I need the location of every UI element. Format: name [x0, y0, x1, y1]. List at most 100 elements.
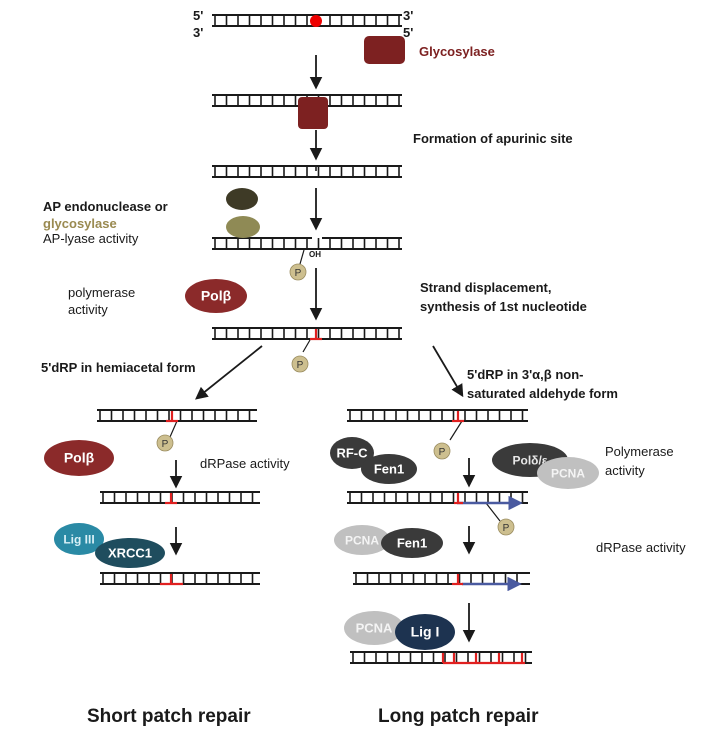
dna-duplex-1	[212, 14, 402, 27]
drpase-activity-left: dRPase activity	[200, 456, 290, 471]
xrcc1-enzyme: XRCC1	[95, 538, 165, 568]
fen1-enzyme-right-2-label: Fen1	[397, 536, 427, 551]
phosphate-circle	[433, 442, 451, 460]
pol-beta-enzyme-left: Polβ	[44, 440, 114, 476]
phosphate-1: P	[289, 263, 307, 281]
phosphate-circle	[291, 355, 309, 373]
strand-label-3prime-bottom: 3'	[193, 25, 204, 40]
ap-glycosylase-label: glycosylase	[43, 216, 117, 231]
fen1-enzyme-right-2: Fen1	[381, 528, 443, 558]
phosphate-text: P	[297, 360, 304, 371]
phosphate-circle	[289, 263, 307, 281]
ap-endonuclease-enzyme	[226, 188, 258, 210]
phosphate-text: P	[439, 447, 446, 458]
phosphate-text: P	[503, 523, 510, 534]
dna-duplex-5	[212, 327, 402, 340]
dna-duplex-R2	[347, 491, 528, 504]
dna-duplex-L2	[100, 491, 260, 504]
long-patch-title: Long patch repair	[378, 706, 539, 727]
lig1-enzyme: Lig I	[395, 614, 455, 650]
phosphate-L1: P	[156, 434, 174, 452]
lig3-enzyme: Lig III	[54, 523, 104, 555]
apurinic-site-label: Formation of apurinic site	[413, 131, 573, 146]
pcna-enzyme-right-2-shape	[334, 525, 390, 555]
rfc-enzyme: RF-C	[330, 437, 374, 469]
polymerase-activity-label-1: polymerase	[68, 285, 136, 300]
pcna-enzyme-right-3-label: PCNA	[356, 621, 393, 636]
fen1-enzyme-right-1-label: Fen1	[374, 462, 404, 477]
aldehyde-label-2: saturated aldehyde form	[467, 386, 618, 401]
repair-mark	[310, 329, 322, 341]
ap-glycosylase-enzyme-shape	[226, 216, 260, 238]
ap-lyase-label: AP-lyase activity	[43, 231, 139, 246]
xrcc1-enzyme-shape	[95, 538, 165, 568]
dna-duplex-L1	[97, 409, 257, 422]
pcna-enzyme-right-1-shape	[537, 457, 599, 489]
fen1-enzyme-right-1: Fen1	[361, 454, 417, 484]
repair-mark	[165, 493, 177, 505]
pcna-enzyme-right-1-label: PCNA	[551, 467, 585, 481]
fen1-enzyme-right-2-shape	[381, 528, 443, 558]
pcna-enzyme-right-2: PCNA	[334, 525, 390, 555]
phosphate-text: P	[162, 439, 169, 450]
hemiacetal-label: 5'dRP in hemiacetal form	[41, 360, 196, 375]
rfc-enzyme-label: RF-C	[336, 446, 368, 461]
phosphate-R1: P	[433, 442, 451, 460]
dna-duplex-3	[212, 165, 402, 178]
pol-delta-epsilon-enzyme-label: Polδ/ε	[513, 454, 548, 468]
glycosylase-label: Glycosylase	[419, 44, 495, 59]
repair-mark-layer	[160, 15, 525, 665]
ap-endonuclease-label: AP endonuclease or	[43, 199, 168, 214]
arrow-branch-right	[432, 345, 464, 398]
repair-mark	[452, 411, 464, 423]
dangling-end-R2	[485, 502, 501, 522]
phosphate-text: P	[295, 268, 302, 279]
dna-duplex-L3	[100, 572, 260, 585]
pcna-enzyme-right-3-shape	[344, 611, 404, 645]
fen1-enzyme-right-1-shape	[361, 454, 417, 484]
strand-label-5prime-bottom: 5'	[403, 25, 414, 40]
damaged-base-lesion	[310, 15, 322, 27]
dna-duplex-R1	[347, 409, 528, 422]
pcna-enzyme-right-3: PCNA	[344, 611, 404, 645]
short-patch-title: Short patch repair	[87, 706, 251, 727]
dangling-end-1	[299, 249, 305, 265]
hydroxyl-mark: OH	[309, 250, 321, 259]
strand-displacement-label-1: Strand displacement,	[420, 280, 552, 295]
dangling-end-2	[302, 339, 311, 353]
drpase-activity-right: dRPase activity	[596, 540, 686, 555]
polymerase-activity-right-2: activity	[605, 463, 645, 478]
rfc-enzyme-shape	[330, 437, 374, 469]
xrcc1-enzyme-label: XRCC1	[108, 546, 152, 561]
pol-beta-enzyme-left-shape	[44, 440, 114, 476]
pol-beta-enzyme-top-label: Polβ	[201, 288, 232, 304]
arrow-branch-left	[195, 345, 263, 400]
repair-mark	[166, 411, 178, 423]
strand-label-5prime-top: 5'	[193, 8, 204, 23]
strand-displacement-label-2: synthesis of 1st nucleotide	[420, 299, 587, 314]
lig3-enzyme-label: Lig III	[63, 533, 94, 547]
phosphate-R2: P	[497, 518, 515, 536]
strand-label-3prime-top: 3'	[403, 8, 414, 23]
dna-duplex-R3	[353, 572, 530, 585]
arrow-layer	[169, 55, 476, 643]
pol-beta-enzyme-top-shape	[185, 279, 247, 313]
phosphate-circle	[497, 518, 515, 536]
phosphate-circle	[156, 434, 174, 452]
dangling-end-L1	[169, 420, 178, 438]
pol-beta-enzyme-left-label: Polβ	[64, 450, 95, 466]
lig3-enzyme-shape	[54, 523, 104, 555]
polymerase-activity-right-1: Polymerase	[605, 444, 674, 459]
polymerase-activity-label-2: activity	[68, 302, 108, 317]
aldehyde-label-1: 5'dRP in 3'α,β non-	[467, 367, 584, 382]
pol-beta-enzyme-top: Polβ	[185, 279, 247, 313]
dna-duplex-R4	[350, 651, 532, 664]
glycosylase-enzyme	[364, 36, 405, 64]
lig1-enzyme-label: Lig I	[411, 624, 440, 640]
ap-endonuclease-enzyme-shape	[226, 188, 258, 210]
lig1-enzyme-shape	[395, 614, 455, 650]
dna-duplex-4	[212, 237, 402, 250]
ap-glycosylase-enzyme	[226, 216, 260, 238]
